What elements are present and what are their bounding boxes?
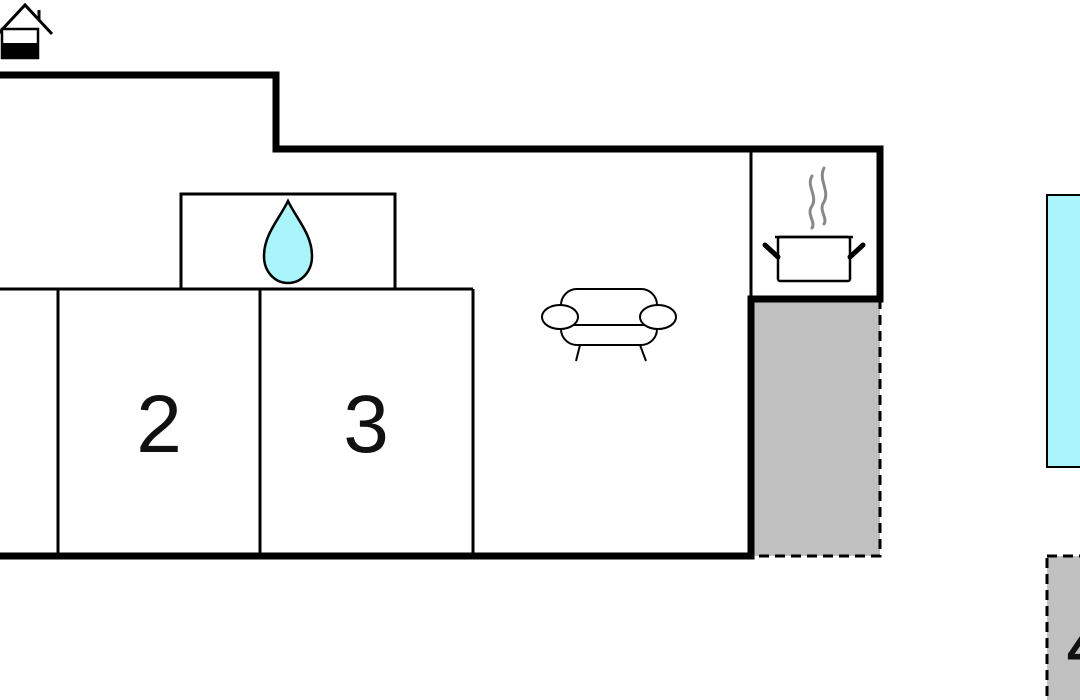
terrace-area	[751, 299, 880, 556]
room-number-2: 2	[136, 379, 182, 470]
water-drop-icon	[262, 198, 314, 285]
house-icon	[0, 2, 54, 60]
partial-room	[1045, 554, 1080, 700]
terrace-dashed-border	[751, 299, 882, 558]
cooking-pot-icon	[762, 166, 866, 283]
pool-area	[1046, 194, 1080, 468]
outer-wall	[0, 71, 884, 560]
room-number-4: 4	[1066, 599, 1080, 690]
room-number-3: 3	[343, 379, 389, 470]
sofa-icon	[541, 288, 677, 362]
